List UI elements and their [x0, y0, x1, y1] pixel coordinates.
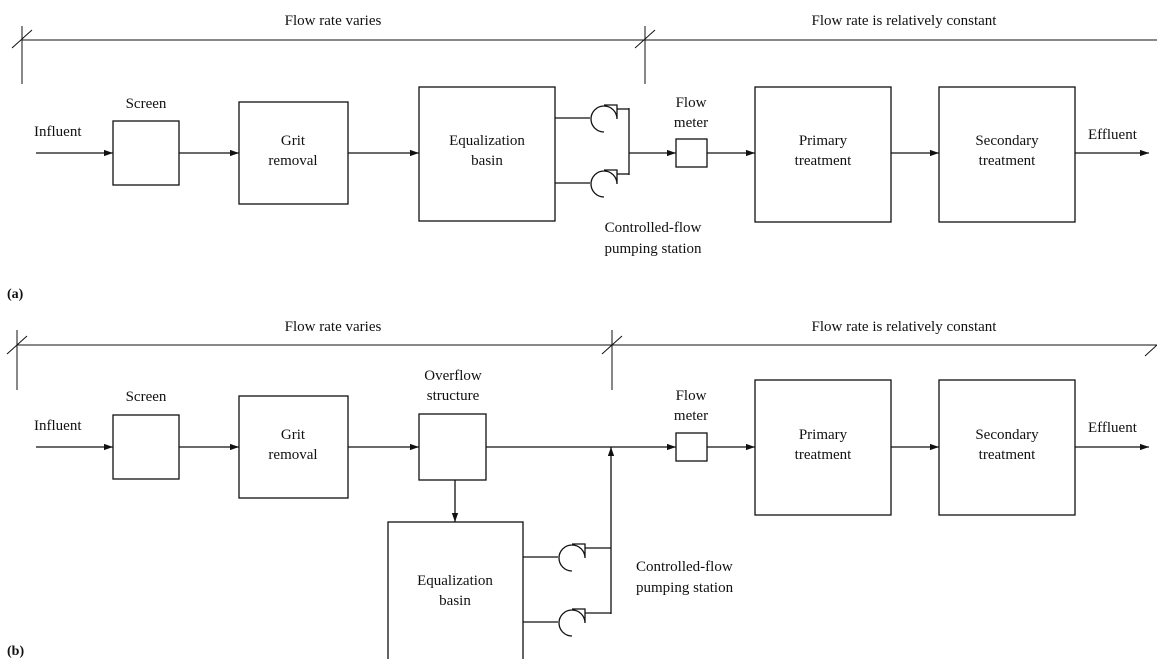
- pumping-station-label-a-2: pumping station: [604, 241, 702, 257]
- pump-icon: [523, 543, 611, 572]
- flow-meter-box-a: [675, 138, 708, 168]
- grit-removal-box-b: [238, 395, 349, 499]
- pump-icon: [555, 169, 623, 198]
- screen-label-b: Screen: [126, 389, 167, 405]
- screen-label-a: Screen: [126, 96, 167, 112]
- flow-meter-box-b: [675, 432, 708, 462]
- equalization-basin-label-a: Equalization: [449, 133, 525, 149]
- primary-treatment-label-b: Primary: [799, 427, 848, 443]
- overflow-structure-box-b: [418, 413, 487, 481]
- flow-meter-label-a: Flow: [676, 95, 707, 111]
- equalization-basin-box-b: [387, 521, 524, 659]
- screen-box-a: [112, 120, 180, 186]
- panel-tag-a: (a): [7, 287, 24, 302]
- overflow-structure-label-b: Overflow: [424, 368, 482, 384]
- span-lines-b: [6, 330, 1157, 390]
- flow-meter-label-b-2: meter: [674, 408, 708, 424]
- overflow-structure-label-b-2: structure: [427, 388, 480, 404]
- primary-treatment-label-b-2: treatment: [795, 447, 852, 463]
- pump-icon: [523, 608, 611, 637]
- effluent-label-b: Effluent: [1088, 420, 1138, 436]
- grit-removal-label-b: Grit: [281, 427, 306, 443]
- pumping-station-label-a: Controlled-flow: [605, 220, 702, 236]
- grit-removal-label-a: Grit: [281, 133, 306, 149]
- primary-treatment-label-a: Primary: [799, 133, 848, 149]
- equalization-basin-box-a: [418, 86, 556, 222]
- secondary-treatment-label-a: Secondary: [975, 133, 1039, 149]
- span-label-constant-b: Flow rate is relatively constant: [812, 319, 998, 335]
- equalization-basin-label-b: Equalization: [417, 573, 493, 589]
- secondary-treatment-box-a: [938, 86, 1076, 223]
- pump-icon: [555, 104, 623, 133]
- diagram-b: Flow rate varies Flow rate is relatively…: [6, 319, 1157, 659]
- equalization-basin-label-b-2: basin: [439, 593, 471, 609]
- secondary-treatment-label-b-2: treatment: [979, 447, 1036, 463]
- span-lines-a: [11, 26, 1157, 84]
- pumping-station-label-b-2: pumping station: [636, 580, 734, 596]
- effluent-label-a: Effluent: [1088, 127, 1138, 143]
- equalization-basin-label-a-2: basin: [471, 153, 503, 169]
- flow-meter-label-a-2: meter: [674, 115, 708, 131]
- primary-treatment-box-a: [754, 86, 892, 223]
- grit-removal-label-a-2: removal: [268, 153, 317, 169]
- influent-label-b: Influent: [34, 418, 82, 434]
- primary-treatment-box-b: [754, 379, 892, 516]
- span-label-variable-b: Flow rate varies: [285, 319, 382, 335]
- grit-removal-label-b-2: removal: [268, 447, 317, 463]
- screen-box-b: [112, 414, 180, 480]
- influent-label-a: Influent: [34, 124, 82, 140]
- secondary-treatment-label-b: Secondary: [975, 427, 1039, 443]
- secondary-treatment-label-a-2: treatment: [979, 153, 1036, 169]
- span-label-variable-a: Flow rate varies: [285, 13, 382, 29]
- secondary-treatment-box-b: [938, 379, 1076, 516]
- grit-removal-box-a: [238, 101, 349, 205]
- panel-tag-b: (b): [7, 644, 24, 659]
- primary-treatment-label-a-2: treatment: [795, 153, 852, 169]
- flow-meter-label-b: Flow: [676, 388, 707, 404]
- span-label-constant-a: Flow rate is relatively constant: [812, 13, 998, 29]
- pump-manifold-a: [623, 108, 676, 175]
- pumping-station-label-b: Controlled-flow: [636, 559, 733, 575]
- diagram-a: Flow rate varies Flow rate is relatively…: [7, 13, 1157, 302]
